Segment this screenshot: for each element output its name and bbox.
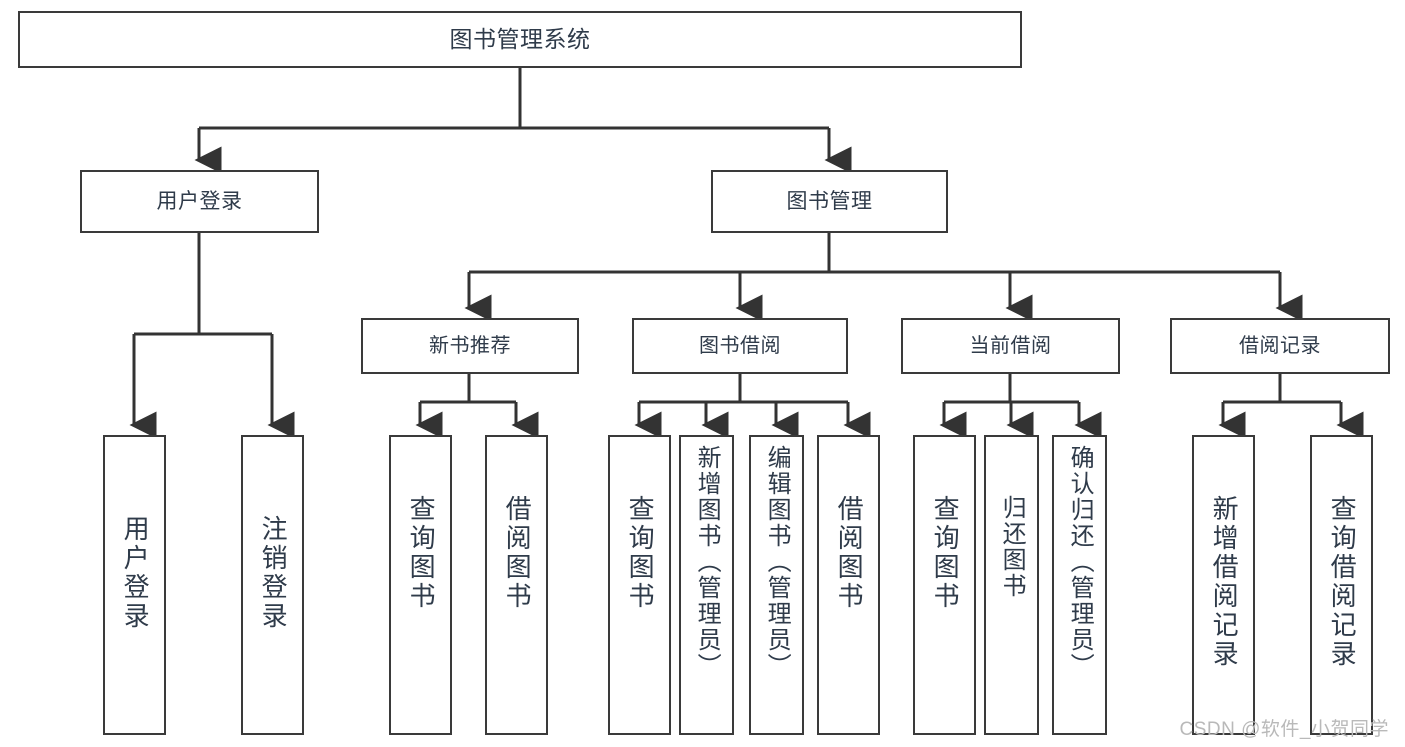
watermark-text: CSDN @软件_小贺同学 [1179,719,1389,740]
leaf-query-book-1[interactable]: 查询图书 [389,435,452,735]
node-label: 新增借阅记录 [1209,495,1240,669]
node-label: 当前借阅 [969,335,1052,357]
leaf-add-borrow-record[interactable]: 新增借阅记录 [1192,435,1255,735]
node-label: 图书管理 [786,190,873,213]
node-label: 图书管理系统 [449,26,591,52]
node-label: 借阅图书 [834,495,865,611]
leaf-confirm-return-admin[interactable]: 确认归还（管理员） [1052,435,1107,735]
node-root-system[interactable]: 图书管理系统 [18,11,1022,68]
node-label: 查询图书 [406,495,437,611]
node-label: 借阅记录 [1239,335,1321,357]
node-label: 用户登录 [156,190,243,213]
node-label: 注销登录 [258,515,289,631]
node-label: 归还图书 [998,495,1026,599]
node-label: 新书推荐 [429,335,511,357]
leaf-logout[interactable]: 注销登录 [241,435,304,735]
node-label: 查询图书 [930,495,961,611]
leaf-query-book-2[interactable]: 查询图书 [608,435,671,735]
node-book-borrow[interactable]: 图书借阅 [632,318,848,374]
leaf-query-borrow-record[interactable]: 查询借阅记录 [1310,435,1373,735]
node-book-management[interactable]: 图书管理 [711,170,948,233]
node-user-login[interactable]: 用户登录 [80,170,319,233]
leaf-edit-book-admin[interactable]: 编辑图书（管理员） [749,435,804,735]
node-label: 编辑图书（管理员） [763,445,791,679]
node-label: 查询借阅记录 [1327,495,1358,669]
node-label: 新增图书（管理员） [693,445,721,679]
node-label: 借阅图书 [502,495,533,611]
node-label: 图书借阅 [699,335,781,357]
node-new-book-recommend[interactable]: 新书推荐 [361,318,579,374]
leaf-borrow-book-2[interactable]: 借阅图书 [817,435,880,735]
leaf-return-book[interactable]: 归还图书 [984,435,1039,735]
leaf-query-book-3[interactable]: 查询图书 [913,435,976,735]
node-label: 确认归还（管理员） [1066,445,1094,679]
node-label: 查询图书 [625,495,656,611]
node-current-borrow[interactable]: 当前借阅 [901,318,1120,374]
node-borrow-record[interactable]: 借阅记录 [1170,318,1390,374]
leaf-add-book-admin[interactable]: 新增图书（管理员） [679,435,734,735]
leaf-user-login[interactable]: 用户登录 [103,435,166,735]
leaf-borrow-book-1[interactable]: 借阅图书 [485,435,548,735]
node-label: 用户登录 [120,515,151,631]
